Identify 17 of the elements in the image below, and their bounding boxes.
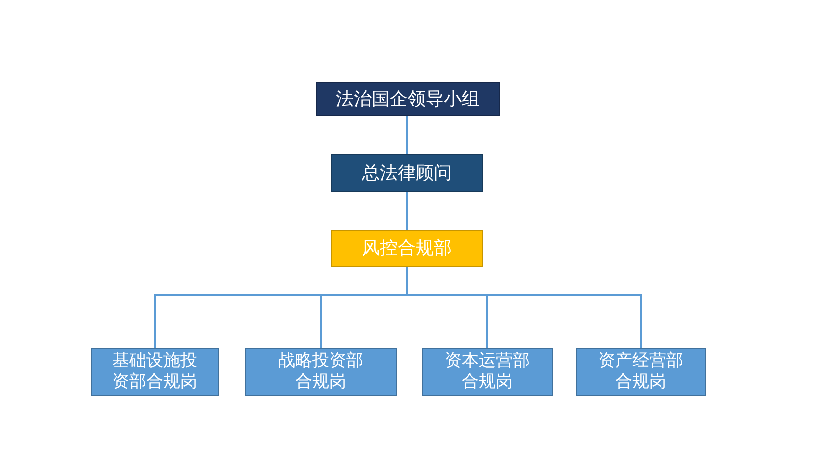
box-label: 战略投资部合规岗 xyxy=(278,351,364,393)
box-label: 风控合规部 xyxy=(362,238,452,259)
org-box xyxy=(316,82,500,116)
connector-line xyxy=(406,192,408,230)
box-label: 资产经营部合规岗 xyxy=(598,351,684,393)
connector-line xyxy=(406,267,642,348)
org-box xyxy=(331,154,483,192)
box-label: 基础设施投资部合规岗 xyxy=(112,351,198,393)
box-label: 资本运营部合规岗 xyxy=(444,351,531,393)
box-label: 总法律顾问 xyxy=(362,162,452,184)
org-box xyxy=(331,230,483,267)
org-box xyxy=(91,348,219,396)
org-box xyxy=(245,348,397,396)
box-label: 法治国企领导小组 xyxy=(336,88,480,110)
connector-line xyxy=(406,116,408,154)
org-box xyxy=(422,348,553,396)
org-box xyxy=(576,348,706,396)
